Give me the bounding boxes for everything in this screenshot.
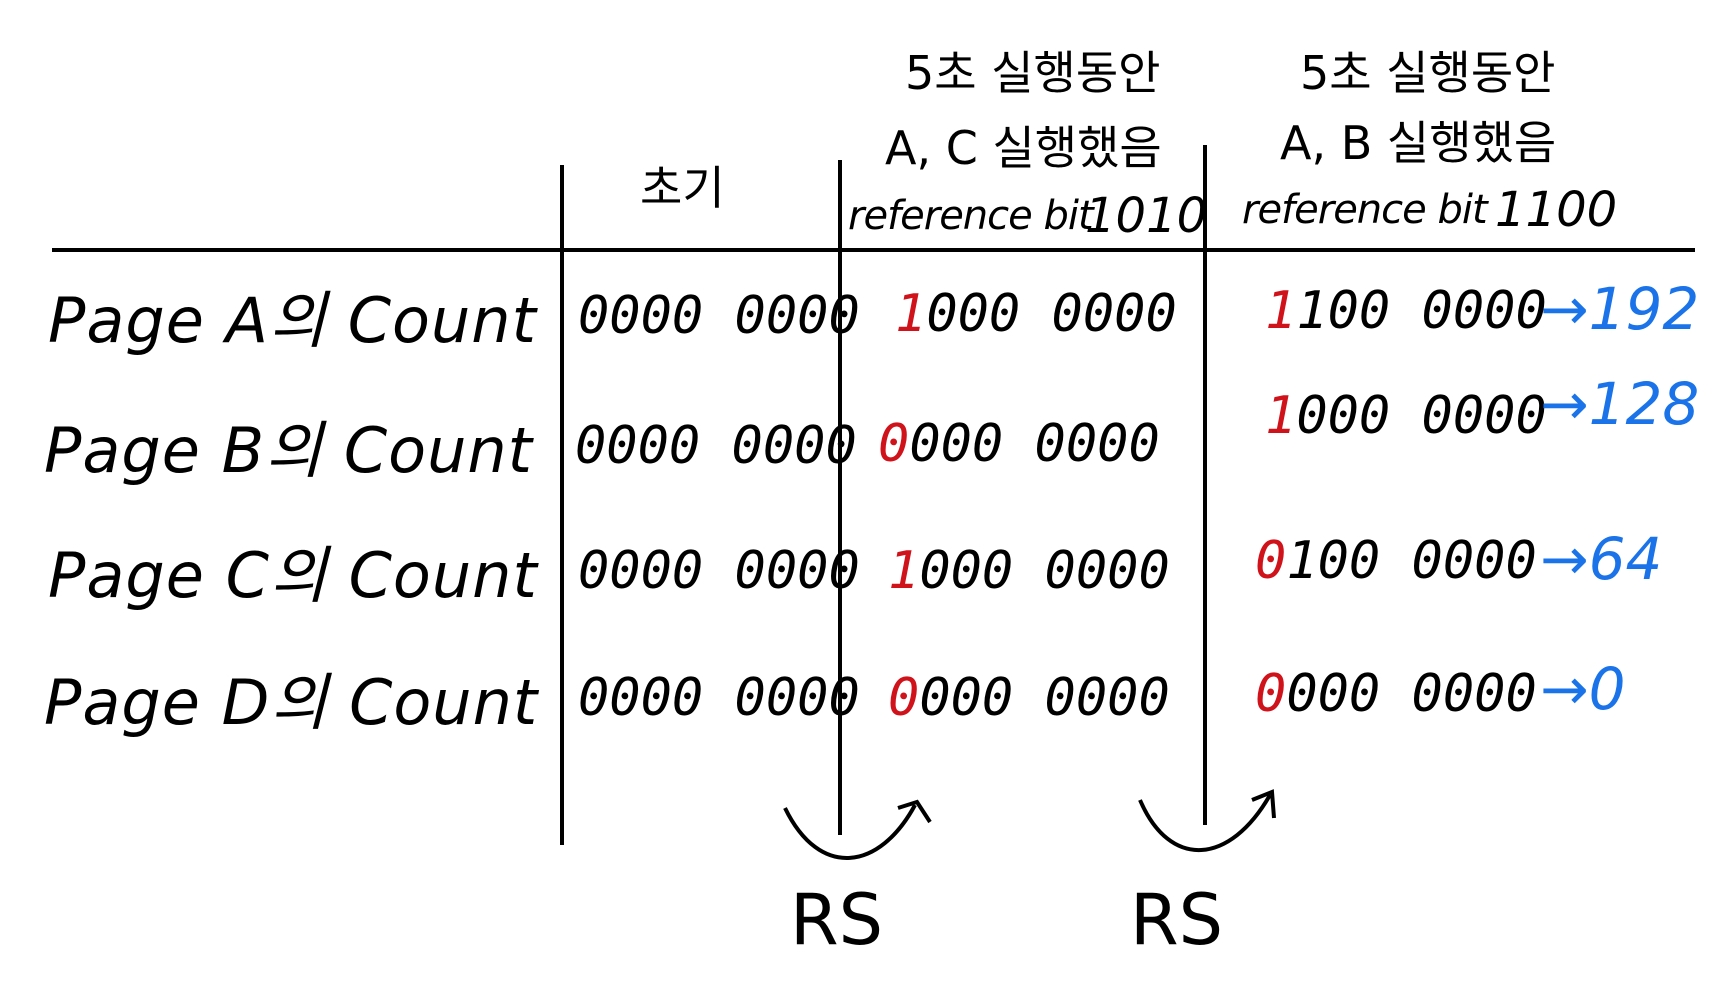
new-bit: 1: [895, 284, 927, 344]
shift-arrow-2: [1138, 789, 1276, 853]
new-bit: 0: [1255, 664, 1287, 724]
shift-arrow-1: [783, 799, 932, 860]
row-label-d: Page D의 Count: [44, 666, 539, 739]
step1-b: 0000 0000: [878, 414, 1160, 474]
row-label-a: Page A의 Count: [48, 284, 537, 357]
initial-d: 0000 0000: [578, 668, 860, 728]
step2-a: 1100 0000: [1265, 281, 1547, 341]
row-label-b: Page B의 Count: [44, 414, 533, 487]
step2-b: 1000 0000: [1265, 386, 1547, 446]
row-label-c: Page C의 Count: [48, 539, 538, 612]
header-initial: 초기: [640, 161, 725, 215]
shift-label-2: RS: [1130, 879, 1224, 961]
decimal-d: →0: [1540, 655, 1626, 723]
header-step2-line1: 5초 실행동안: [1300, 46, 1556, 100]
new-bit: 0: [888, 668, 920, 728]
step1-a: 1000 0000: [895, 284, 1177, 344]
new-bit: 1: [1265, 281, 1297, 341]
step1-c: 1000 0000: [888, 541, 1170, 601]
decimal-a: →192: [1540, 275, 1700, 343]
header-step1-line1: 5초 실행동안: [905, 46, 1161, 100]
initial-b: 0000 0000: [575, 416, 857, 476]
decimal-c: →64: [1540, 525, 1663, 593]
step1-d: 0000 0000: [888, 668, 1170, 728]
new-bit: 1: [1265, 386, 1297, 446]
shift-label-1: RS: [790, 879, 884, 961]
new-bit: 0: [1255, 531, 1287, 591]
decimal-b: →128: [1540, 370, 1700, 438]
ref-bits-1: 1010: [1085, 188, 1208, 244]
ref-label-1: reference bit: [848, 193, 1094, 239]
new-bit: 1: [888, 541, 920, 601]
step2-c: 0100 0000: [1255, 531, 1537, 591]
ref-bits-2: 1100: [1495, 182, 1618, 238]
step2-d: 0000 0000: [1255, 664, 1537, 724]
new-bit: 0: [878, 414, 910, 474]
ref-label-2: reference bit: [1242, 187, 1488, 233]
header-step2-line2: A, B 실행했음: [1280, 116, 1557, 170]
initial-c: 0000 0000: [578, 541, 860, 601]
initial-a: 0000 0000: [578, 286, 860, 346]
header-step1-line2: A, C 실행했음: [885, 121, 1162, 175]
